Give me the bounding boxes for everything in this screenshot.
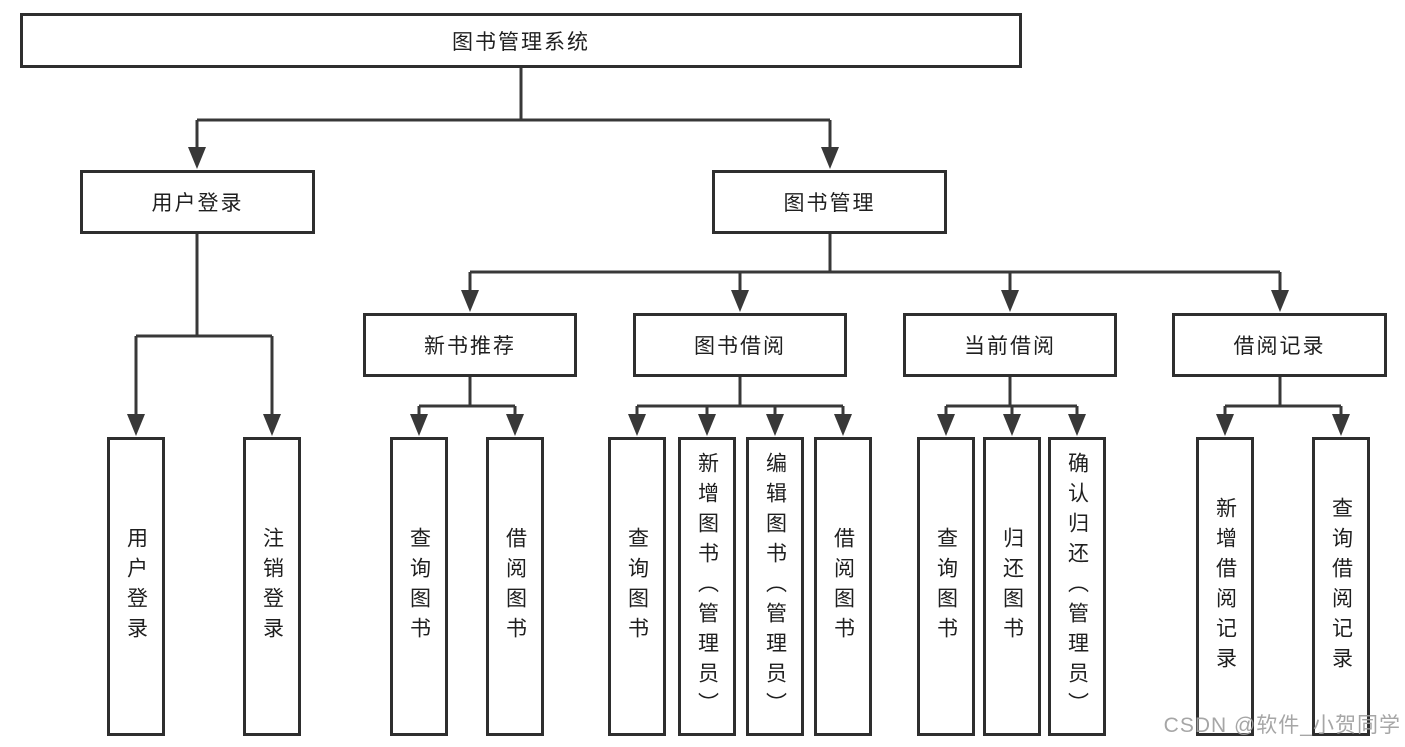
node-borrowing-records: 借阅记录 (1172, 313, 1387, 377)
node-current-borrowing: 当前借阅 (903, 313, 1117, 377)
node-book-borrowing: 图书借阅 (633, 313, 847, 377)
node-logout: 注销登录 (243, 437, 301, 736)
node-edit-book-admin: 编辑图书（管理员） (746, 437, 804, 736)
node-query-book-borrowing: 查询图书 (608, 437, 666, 736)
node-query-borrow-record: 查询借阅记录 (1312, 437, 1370, 736)
node-library-management-system: 图书管理系统 (20, 13, 1022, 68)
node-book-management: 图书管理 (712, 170, 947, 234)
node-user-login-leaf: 用户登录 (107, 437, 165, 736)
node-query-book-recommendation: 查询图书 (390, 437, 448, 736)
node-add-borrow-record: 新增借阅记录 (1196, 437, 1254, 736)
node-return-book: 归还图书 (983, 437, 1041, 736)
node-user-login: 用户登录 (80, 170, 315, 234)
node-query-book-current: 查询图书 (917, 437, 975, 736)
csdn-watermark: CSDN @软件_小贺同学 (1163, 714, 1401, 737)
arrowheads (127, 147, 1350, 436)
node-borrow-book-recommendation: 借阅图书 (486, 437, 544, 736)
node-add-book-admin: 新增图书（管理员） (678, 437, 736, 736)
node-confirm-return-admin: 确认归还（管理员） (1048, 437, 1106, 736)
node-new-book-recommendation: 新书推荐 (363, 313, 577, 377)
node-borrow-book-borrowing: 借阅图书 (814, 437, 872, 736)
